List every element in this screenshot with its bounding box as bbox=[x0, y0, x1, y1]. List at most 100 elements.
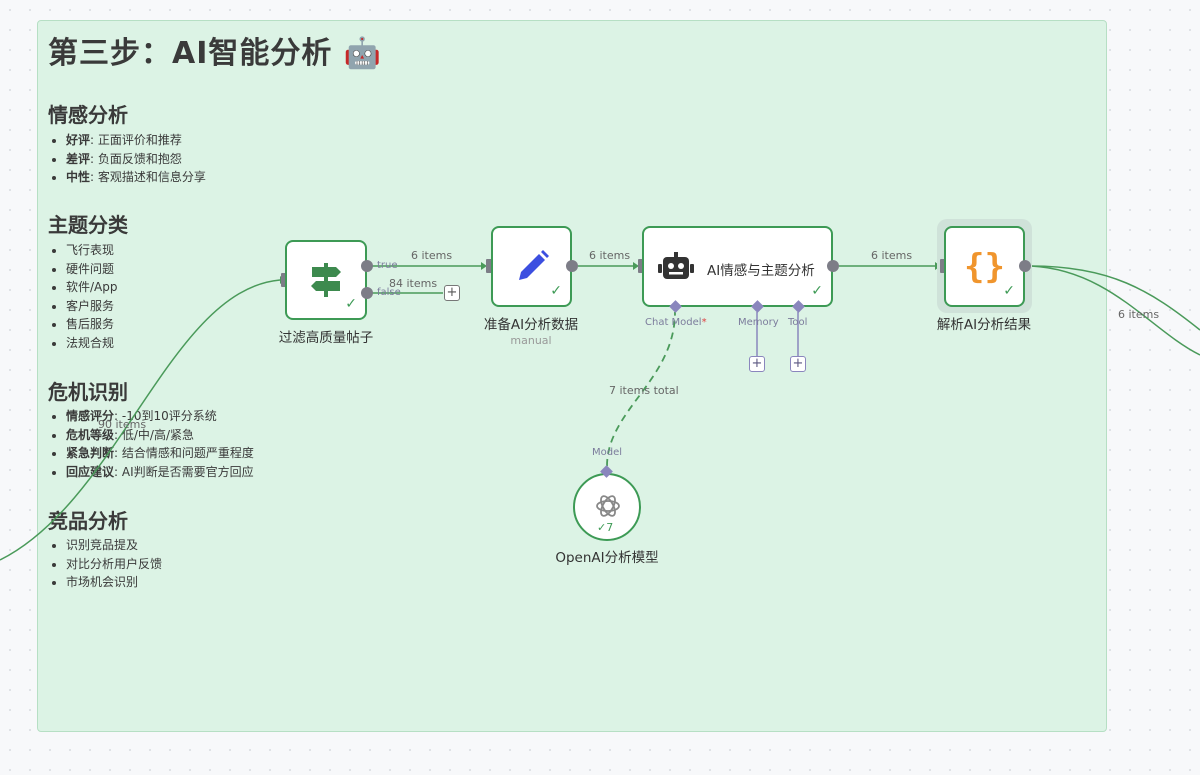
parse-output-handle[interactable] bbox=[1019, 260, 1031, 272]
section-list-item: 识别竞品提及 bbox=[66, 536, 162, 555]
robot-icon bbox=[658, 252, 694, 288]
wire-prepare-agent-arrow bbox=[633, 262, 639, 270]
true-output-label: true bbox=[377, 260, 398, 271]
openai-icon bbox=[594, 492, 622, 524]
chat-model-port-text: Chat Model bbox=[645, 317, 702, 328]
section-list-item: 紧急判断: 结合情感和问题严重程度 bbox=[66, 444, 254, 463]
wire-incoming[interactable] bbox=[0, 279, 281, 561]
list-item-text: 硬件问题 bbox=[66, 261, 115, 276]
success-check-icon: ✓ bbox=[345, 296, 357, 312]
section-list-item: 飞行表现 bbox=[66, 241, 118, 260]
section-list-item: 软件/App bbox=[66, 278, 118, 297]
agent-input-handle[interactable] bbox=[638, 259, 645, 273]
list-item-term: 危机等级 bbox=[66, 427, 115, 442]
code-braces-glyph: {} bbox=[964, 246, 1005, 287]
section-list-item: 市场机会识别 bbox=[66, 573, 162, 592]
section-heading: 情感分析 bbox=[48, 103, 128, 127]
model-run-count-value: 7 bbox=[606, 521, 614, 534]
wire-parse-out-2[interactable] bbox=[1030, 265, 1200, 356]
true-branch-item-count: 6 items bbox=[411, 249, 453, 262]
filter-true-handle[interactable] bbox=[361, 260, 373, 272]
ai-agent-node[interactable]: AI情感与主题分析 ✓ bbox=[642, 226, 833, 307]
add-node-false-button[interactable]: + bbox=[444, 285, 460, 301]
list-item-text: 法规合规 bbox=[66, 335, 115, 350]
wire-model-agent[interactable] bbox=[606, 311, 676, 467]
list-item-term: 好评 bbox=[66, 133, 91, 147]
agent-output-handle[interactable] bbox=[827, 260, 839, 272]
list-item-term: 紧急判断 bbox=[66, 446, 115, 461]
list-item-text: : 客观描述和信息分享 bbox=[90, 170, 206, 185]
section-list-item: 硬件问题 bbox=[66, 260, 118, 279]
list-item-term: 回应建议 bbox=[66, 464, 115, 479]
list-item-text: : AI判断是否需要官方回应 bbox=[114, 464, 254, 479]
list-item-text: : 低/中/高/紧急 bbox=[114, 427, 195, 442]
agent-parse-item-count: 6 items bbox=[871, 249, 913, 262]
list-item-text: : 负面反馈和抱怨 bbox=[90, 151, 182, 166]
section-list: 情感评分: -10到10评分系统危机等级: 低/中/高/紧急紧急判断: 结合情感… bbox=[48, 407, 254, 481]
list-item-term: 中性 bbox=[66, 170, 91, 185]
add-tool-button[interactable]: + bbox=[790, 356, 806, 372]
section-list-item: 危机等级: 低/中/高/紧急 bbox=[66, 426, 254, 445]
list-item-text: 对比分析用户反馈 bbox=[66, 556, 163, 571]
chat-model-port-label: Chat Model* bbox=[645, 317, 707, 328]
openai-model-node[interactable]: ✓7 bbox=[573, 473, 641, 541]
section-list-item: 客户服务 bbox=[66, 297, 118, 316]
required-marker: * bbox=[701, 317, 707, 328]
parse-node-label: 解析AI分析结果 bbox=[936, 317, 1032, 333]
parse-input-handle[interactable] bbox=[940, 259, 947, 273]
section-list: 飞行表现硬件问题软件/App 客户服务售后服务法规合规 bbox=[48, 241, 118, 353]
prepare-agent-item-count: 6 items bbox=[589, 249, 631, 262]
section-list-item: 好评: 正面评价和推荐 bbox=[66, 131, 206, 150]
list-item-text: 识别竞品提及 bbox=[66, 538, 139, 552]
openai-model-node-label: OpenAI分析模型 bbox=[555, 550, 659, 566]
prepare-output-handle[interactable] bbox=[566, 260, 578, 272]
filter-false-handle[interactable] bbox=[361, 287, 373, 299]
success-check-icon: ✓ bbox=[1003, 283, 1015, 299]
code-braces-icon: {} bbox=[946, 228, 1023, 305]
filter-input-handle[interactable] bbox=[281, 273, 288, 287]
list-item-text: 软件/App bbox=[66, 280, 118, 295]
prepare-node-label: 准备AI分析数据 bbox=[483, 317, 579, 333]
success-check-icon: ✓ bbox=[550, 283, 562, 299]
section-list-item: 情感评分: -10到10评分系统 bbox=[66, 407, 254, 426]
section-heading: 危机识别 bbox=[48, 380, 128, 404]
section-list-item: 回应建议: AI判断是否需要官方回应 bbox=[66, 463, 254, 482]
section-list-item: 售后服务 bbox=[66, 315, 118, 334]
prepare-input-handle[interactable] bbox=[486, 259, 493, 273]
wire-parse-out-1[interactable] bbox=[1030, 265, 1200, 331]
pencil-icon bbox=[493, 228, 570, 305]
filter-node-label: 过滤高质量帖子 bbox=[278, 330, 374, 346]
parse-out-item-count: 6 items bbox=[1118, 308, 1160, 321]
prepare-node[interactable]: ✓ bbox=[491, 226, 572, 307]
list-item-text: 售后服务 bbox=[66, 317, 115, 332]
wire-filter-true-arrow bbox=[481, 262, 487, 270]
parse-node[interactable]: {} ✓ bbox=[944, 226, 1025, 307]
add-memory-button[interactable]: + bbox=[749, 356, 765, 372]
list-item-text: : 正面评价和推荐 bbox=[90, 133, 182, 147]
section-heading: 主题分类 bbox=[48, 213, 128, 237]
list-item-text: : -10到10评分系统 bbox=[114, 409, 217, 423]
section-list: 好评: 正面评价和推荐差评: 负面反馈和抱怨中性: 客观描述和信息分享 bbox=[48, 131, 206, 187]
memory-port-label: Memory bbox=[738, 317, 779, 328]
false-output-label: false bbox=[377, 287, 401, 298]
filter-node[interactable]: ✓ bbox=[285, 240, 367, 320]
tool-port-label: Tool bbox=[788, 317, 808, 328]
section-list-item: 法规合规 bbox=[66, 334, 118, 353]
section-list-item: 差评: 负面反馈和抱怨 bbox=[66, 150, 206, 169]
sticky-note-title: 第三步：AI智能分析 🤖 bbox=[48, 36, 383, 71]
model-agent-item-count: 7 items total bbox=[609, 384, 679, 397]
model-run-count: ✓7 bbox=[597, 521, 614, 534]
section-list-item: 对比分析用户反馈 bbox=[66, 555, 162, 574]
sticky-note[interactable] bbox=[37, 20, 1107, 732]
incoming-item-count: 90 items bbox=[98, 418, 147, 431]
section-list-item: 中性: 客观描述和信息分享 bbox=[66, 168, 206, 187]
false-branch-item-count: 84 items bbox=[389, 277, 438, 290]
list-item-term: 情感评分 bbox=[66, 409, 115, 423]
prepare-node-sublabel: manual bbox=[510, 334, 552, 347]
list-item-text: 客户服务 bbox=[66, 298, 115, 313]
signpost-icon bbox=[287, 242, 365, 318]
list-item-text: : 结合情感和问题严重程度 bbox=[114, 446, 254, 461]
list-item-text: 市场机会识别 bbox=[66, 575, 139, 590]
list-item-text: 飞行表现 bbox=[66, 243, 115, 257]
